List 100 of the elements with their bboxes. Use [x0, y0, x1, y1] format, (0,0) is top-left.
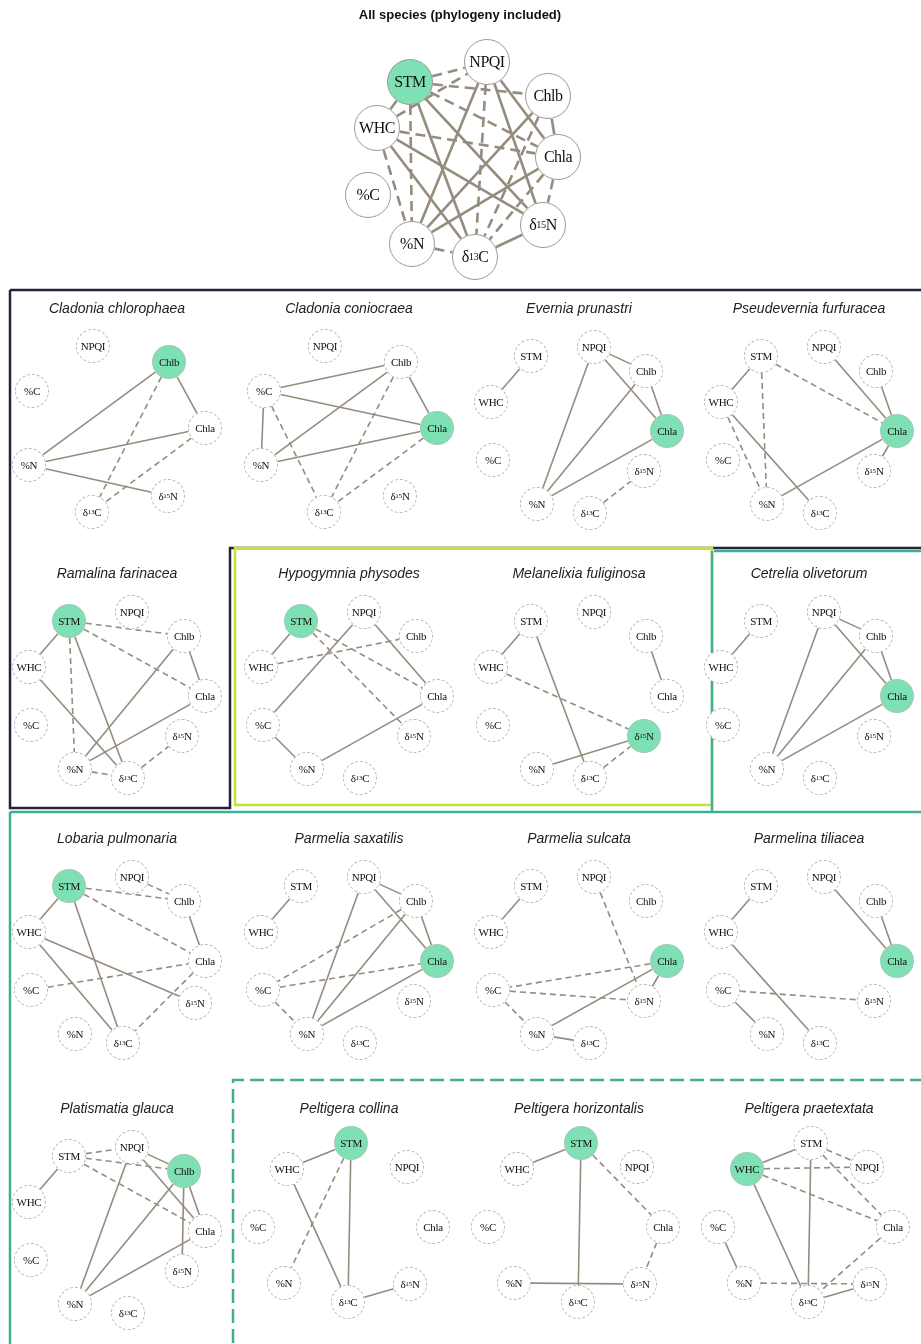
variable-circle: NPQI — [390, 1150, 424, 1184]
variable-circle: Chlb — [629, 884, 663, 918]
species-name: Ramalina farinacea — [56, 565, 178, 581]
species-name: Cladonia chlorophaea — [48, 300, 186, 316]
edge-line — [760, 1282, 854, 1285]
edge-line — [276, 430, 422, 463]
variable-circle: WHC — [500, 1152, 534, 1186]
variable-circle: WHC — [474, 915, 508, 949]
edge-line — [834, 359, 887, 419]
edge-line — [274, 736, 296, 758]
variable-circle: STM — [52, 604, 86, 638]
edge-line — [276, 908, 403, 983]
edge-line — [85, 1183, 174, 1292]
edge-line — [382, 149, 407, 223]
variable-circle: %C — [241, 1210, 275, 1244]
edge-line — [420, 916, 433, 946]
edge-line — [592, 1154, 652, 1216]
edge-line — [781, 438, 883, 497]
variable-circle: STM — [744, 604, 778, 638]
edge-line — [85, 887, 168, 900]
edge-line — [85, 1157, 168, 1170]
edge-line — [80, 1162, 127, 1289]
edge-line — [279, 364, 386, 389]
edge-line — [550, 118, 556, 135]
edge-line — [822, 1154, 882, 1216]
edge-line — [781, 703, 883, 762]
variable-circle: %N — [520, 487, 554, 521]
edge-line — [363, 1287, 395, 1299]
variable-circle: Chlb — [167, 884, 201, 918]
edge-line — [279, 393, 422, 426]
edge-line — [134, 972, 194, 1032]
variable-circle: %C — [14, 973, 48, 1007]
variable-circle: %C — [706, 708, 740, 742]
variable-circle: STM — [387, 59, 433, 105]
edge-line — [608, 353, 632, 365]
edge-line — [68, 637, 76, 753]
edge-line — [146, 883, 170, 895]
variable-circle: NPQI — [347, 595, 381, 629]
edge-line — [274, 1001, 296, 1023]
edge-line — [104, 437, 193, 503]
variable-circle: Chlb — [384, 345, 418, 379]
edge-line — [775, 363, 883, 424]
variable-circle: Chla — [650, 944, 684, 978]
edge-line — [577, 1159, 582, 1286]
variable-circle: Chlb — [525, 73, 571, 119]
species-name: Melanelixia fuliginosa — [512, 565, 646, 581]
variable-circle: Chla — [650, 679, 684, 713]
species-name: Parmelina tiliacea — [753, 830, 865, 846]
edge-line — [551, 968, 653, 1027]
species-name: Pseudevernia furfuracea — [732, 300, 886, 316]
variable-circle: STM — [514, 339, 548, 373]
edge-line — [426, 112, 534, 228]
variable-circle: STM — [514, 604, 548, 638]
variable-circle: NPQI — [464, 39, 510, 85]
variable-circle: WHC — [730, 1152, 764, 1186]
species-name: Lobaria pulmonaria — [57, 830, 177, 846]
edge-line — [396, 138, 524, 215]
variable-circle: %N — [389, 221, 435, 267]
edge-line — [546, 179, 555, 203]
variable-circle: NPQI — [577, 860, 611, 894]
edge-line — [645, 1241, 658, 1270]
edge-line — [188, 1186, 201, 1216]
edge-line — [834, 624, 887, 684]
edge-line — [85, 648, 174, 757]
variable-circle: Chlb — [399, 884, 433, 918]
edge-line — [731, 943, 810, 1032]
edge-line — [271, 898, 291, 920]
variable-circle: STM — [744, 869, 778, 903]
edge-line — [44, 467, 153, 494]
variable-circle: %C — [706, 973, 740, 1007]
variable-circle: %C — [476, 973, 510, 1007]
edge-line — [39, 898, 59, 920]
variable-circle: WHC — [704, 385, 738, 419]
edge-line — [396, 72, 468, 118]
edge-line — [547, 383, 636, 492]
variable-circle: %N — [750, 752, 784, 786]
edge-line — [501, 368, 521, 390]
edge-line — [85, 622, 168, 635]
edge-line — [74, 636, 123, 763]
edge-line — [46, 963, 190, 988]
variable-circle: %C — [14, 1243, 48, 1277]
edge-line — [389, 99, 398, 111]
variable-circle: NPQI — [850, 1150, 884, 1184]
species-name: Peltigera collina — [299, 1100, 399, 1116]
edge-line — [763, 1166, 851, 1170]
variable-circle: STM — [564, 1126, 598, 1160]
edge-line — [823, 1287, 855, 1299]
edge-line — [504, 1001, 526, 1023]
edge-line — [825, 1148, 853, 1162]
edge-line — [312, 892, 359, 1019]
edge-line — [434, 247, 453, 254]
variable-circle: STM — [52, 1139, 86, 1173]
edge-line — [483, 116, 540, 237]
variable-circle: Chla — [188, 411, 222, 445]
variable-circle: Chlb — [629, 619, 663, 653]
edge-line — [39, 1168, 59, 1190]
edge-line — [777, 648, 866, 757]
variable-circle: %C — [345, 172, 391, 218]
variable-circle: Chla — [650, 414, 684, 448]
variable-circle: Chla — [420, 679, 454, 713]
